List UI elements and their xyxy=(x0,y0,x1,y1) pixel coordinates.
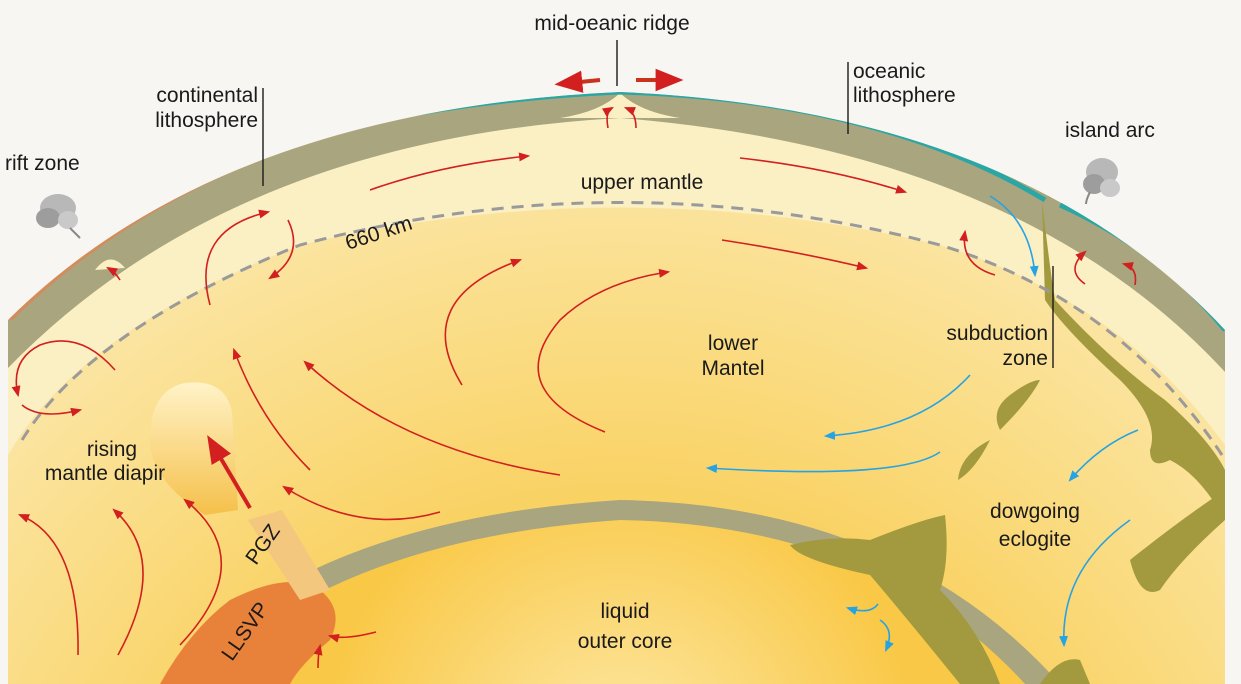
label-rising-diapir-2: mantle diapir xyxy=(45,462,165,485)
label-upper-mantle: upper mantle xyxy=(581,171,704,194)
label-island-arc: island arc xyxy=(1065,119,1155,142)
earth-body xyxy=(8,92,1225,684)
rising-diapir xyxy=(150,382,238,515)
diagram-labels: mid-oeanic ridge oceanic lithosphere con… xyxy=(5,12,1155,665)
cold-convection-arrows xyxy=(705,195,1139,653)
label-rising-diapir-1: rising xyxy=(87,438,137,461)
subducting-slab xyxy=(1042,200,1225,520)
ridge-wedge xyxy=(560,93,680,118)
label-subduction-zone-2: zone xyxy=(1002,347,1048,370)
label-rift-zone: rift zone xyxy=(5,152,80,175)
label-mid-oceanic-ridge: mid-oeanic ridge xyxy=(534,12,689,35)
label-downgoing-eclogite-2: eclogite xyxy=(999,528,1071,551)
outer-core xyxy=(195,520,1025,684)
pgz-plume-stem xyxy=(248,510,330,600)
label-outer-core-2: outer core xyxy=(578,630,673,653)
label-oceanic-lithosphere-1: oceanic xyxy=(853,60,925,83)
rift-volcano-plume-icon xyxy=(36,194,81,239)
label-oceanic-lithosphere-2: lithosphere xyxy=(853,84,956,107)
llsvp-blob xyxy=(160,582,336,684)
label-lower-mantle-2: Mantel xyxy=(701,357,764,380)
warm-convection-arrows xyxy=(11,152,1137,669)
slab-fragment xyxy=(1130,490,1225,592)
lithosphere-band xyxy=(8,92,1225,372)
slab-fragment xyxy=(958,440,990,480)
boundary-660km xyxy=(20,201,1224,456)
slab-pile xyxy=(790,515,1000,684)
label-continental-lithosphere-2: lithosphere xyxy=(155,109,258,132)
label-continental-lithosphere-1: continental xyxy=(156,84,258,107)
label-lower-mantle-1: lower xyxy=(708,332,758,355)
label-downgoing-eclogite-1: dowgoing xyxy=(990,500,1080,523)
label-outer-core-1: liquid xyxy=(600,600,649,623)
label-subduction-zone-1: subduction xyxy=(946,322,1048,345)
slab-fragment xyxy=(996,380,1040,430)
slab-fragment xyxy=(1040,659,1090,684)
arc-volcano-plume-icon xyxy=(1083,158,1120,205)
ridge-arrows xyxy=(554,68,684,129)
